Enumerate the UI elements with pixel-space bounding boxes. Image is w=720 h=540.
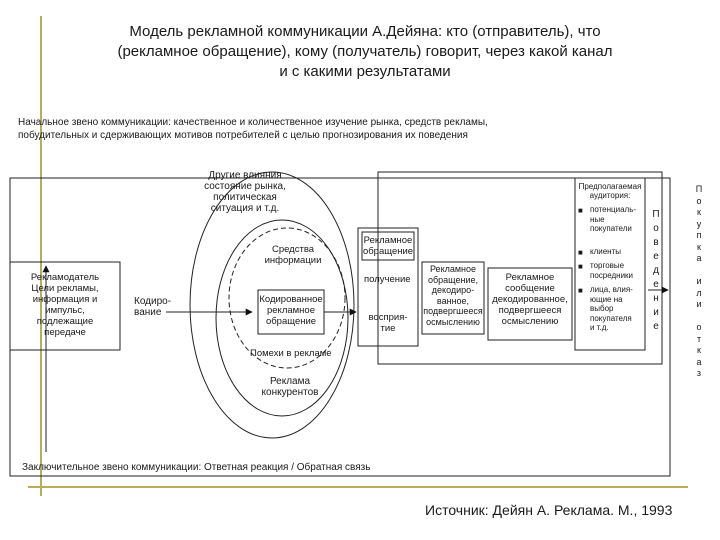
media-text: Средства информации bbox=[264, 244, 322, 266]
initial-link-text: побудительных и сдерживающих мотивов пот… bbox=[18, 130, 468, 141]
bullet-icon: ■ bbox=[578, 248, 583, 257]
title-line: и с какими результатами bbox=[279, 63, 451, 80]
subject-message-box bbox=[421, 261, 485, 335]
audience-item: клиенты bbox=[590, 247, 622, 256]
decoded-message-box bbox=[487, 267, 573, 341]
audience-item: торговые посредники bbox=[590, 261, 634, 280]
source-citation: Источник: Дейян А. Реклама. М., 1993 bbox=[425, 502, 673, 518]
received-message-text: Рекламное обращение bbox=[362, 235, 414, 257]
audience-item: лица, влия- ющие на выбор покупателя и т… bbox=[590, 285, 633, 332]
title-line: (рекламное обращение), кому (получатель)… bbox=[117, 43, 613, 60]
encoded-message-text: Кодированное рекламное обращение bbox=[259, 294, 323, 327]
other-influences-text: Другие влияния состояние рынка, политиче… bbox=[204, 170, 286, 214]
audience-region bbox=[377, 171, 663, 365]
competitor-ads-text: Реклама конкурентов bbox=[261, 376, 319, 398]
reception-text: получение bbox=[364, 274, 411, 285]
encoding-label: Кодиро- вание bbox=[134, 296, 172, 318]
subject-message-text: Рекламное обращение, декодиро- ванное, п… bbox=[423, 264, 483, 327]
behavior-vertical-text: П о в е д е н и е bbox=[652, 209, 660, 332]
purchase-vertical-text: П о к у п к а и л и о т к а з bbox=[695, 184, 703, 378]
final-link-text: Заключительное звено коммуникации: Ответ… bbox=[22, 462, 371, 473]
bullet-icon: ■ bbox=[578, 286, 583, 295]
decoded-message-text: Рекламное сообщение декодированное, подв… bbox=[492, 272, 568, 327]
decorative-horizontal-rule bbox=[28, 486, 688, 488]
audience-item: потенциаль- ные покупатели bbox=[590, 205, 637, 233]
title-line: Модель рекламной коммуникации А.Дейяна: … bbox=[129, 23, 601, 40]
initial-link-text: Начальное звено коммуникации: качественн… bbox=[18, 117, 488, 128]
audience-box bbox=[574, 177, 646, 351]
received-message-box bbox=[361, 231, 415, 261]
decorative-vertical-rule bbox=[40, 16, 42, 496]
middle-ellipse bbox=[215, 219, 349, 417]
bullet-icon: ■ bbox=[578, 206, 583, 215]
slide-title: Модель рекламной коммуникации А.Дейяна: … bbox=[40, 22, 690, 82]
noise-text: Помехи в рекламе bbox=[250, 348, 332, 359]
outer-ellipse bbox=[189, 171, 355, 439]
receiver-box bbox=[357, 227, 419, 347]
audience-title: Предполагаемая аудитория: bbox=[578, 182, 642, 200]
inner-ellipse bbox=[228, 227, 346, 369]
bullet-icon: ■ bbox=[578, 262, 583, 271]
advertiser-text: Рекламодатель Цели рекламы, информация и… bbox=[30, 272, 100, 338]
perception-text: восприя- тие bbox=[368, 312, 408, 334]
advertiser-box bbox=[9, 261, 121, 351]
